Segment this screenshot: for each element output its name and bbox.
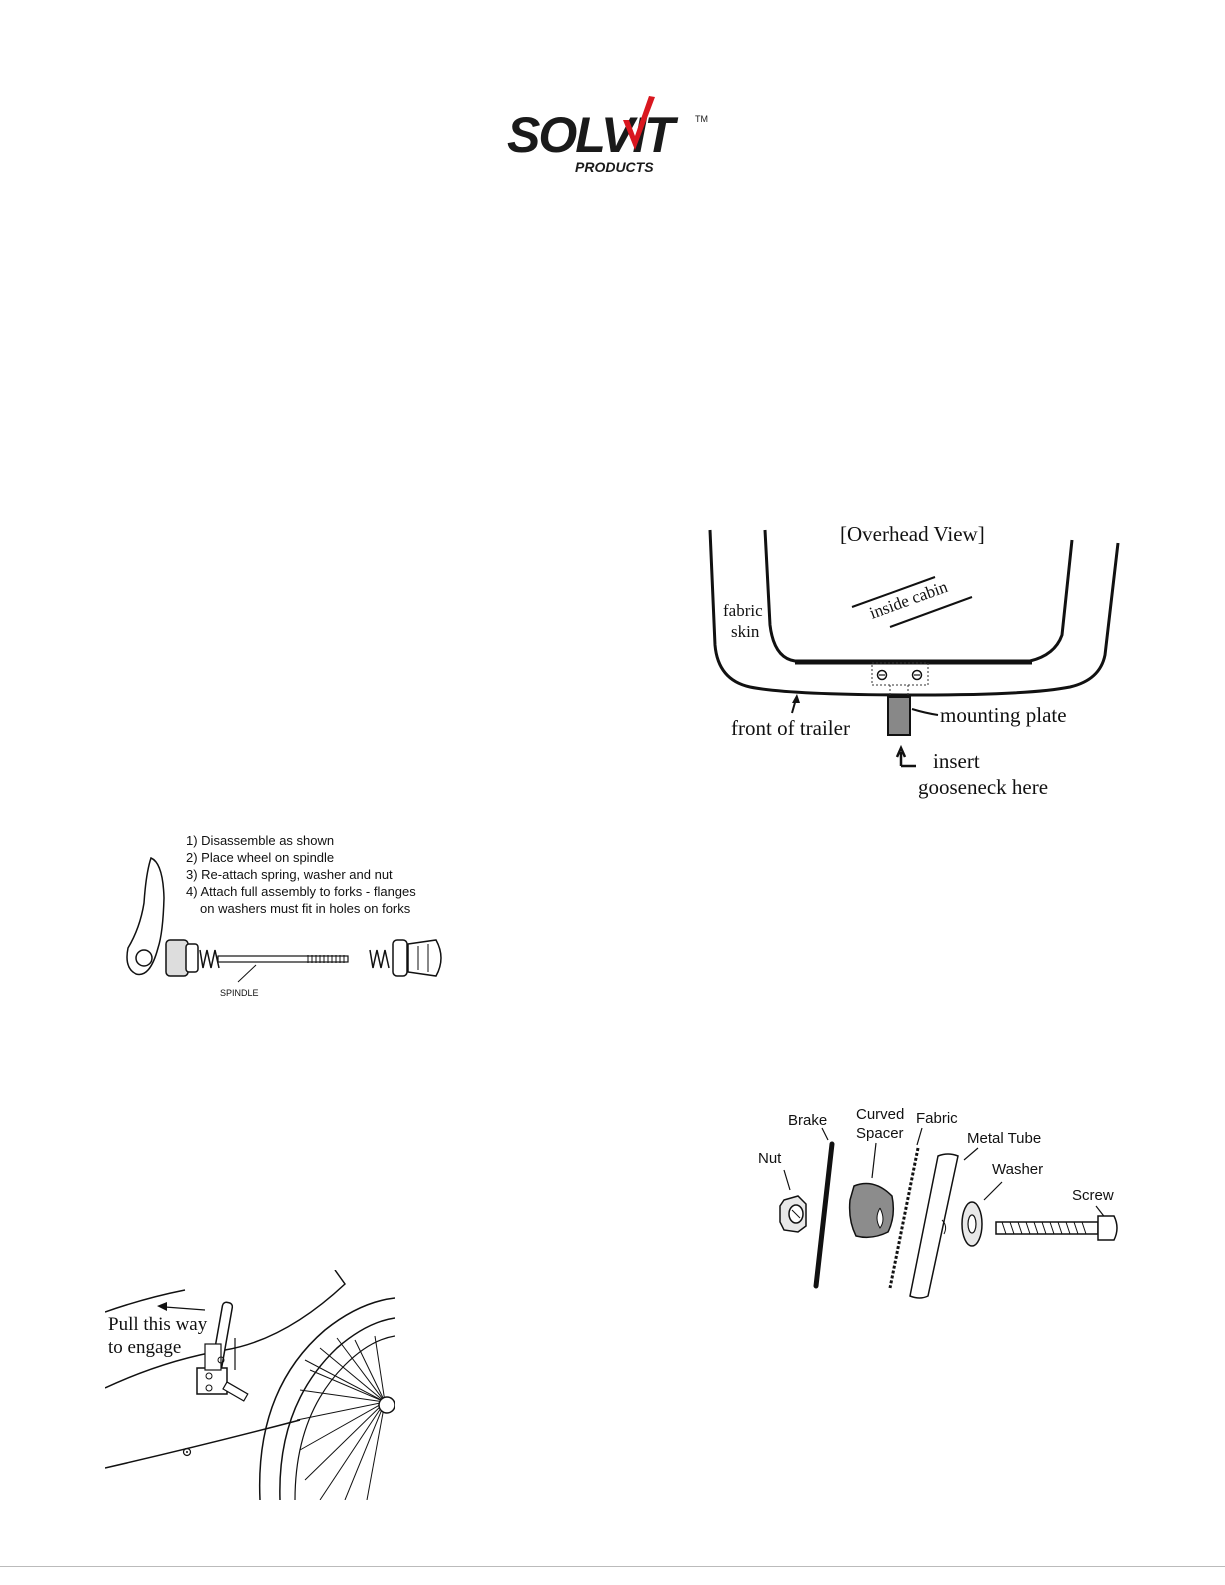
spindle-rod xyxy=(217,955,349,963)
solvit-logo: SOLVIT TM PRODUCTS xyxy=(505,92,725,182)
spindle-step-1: 1) Disassemble as shown xyxy=(186,833,334,848)
insert-label-line2: gooseneck here xyxy=(918,775,1048,799)
metal-tube-label: Metal Tube xyxy=(967,1130,1041,1147)
brake-bar xyxy=(813,1141,835,1289)
brake-lever-icon xyxy=(196,1301,249,1402)
cabin-inner-outline xyxy=(763,529,1074,663)
trailer-frame-bottom xyxy=(105,1419,301,1469)
logo-products-text: PRODUCTS xyxy=(575,159,654,175)
curved-spacer-label-line1: Curved xyxy=(856,1106,904,1123)
wheel-icon xyxy=(258,1297,395,1500)
screw-icon xyxy=(911,669,923,681)
mounting-plate-label: mounting plate xyxy=(940,703,1067,727)
logo-brand-text: SOLVIT xyxy=(507,107,679,163)
mounting-plate xyxy=(887,696,911,736)
spindle-step-2: 2) Place wheel on spindle xyxy=(186,850,334,865)
washer-icon xyxy=(392,939,408,977)
nut-icon xyxy=(407,939,442,977)
washer-icon xyxy=(961,1201,983,1247)
overhead-view-diagram: inside cabin [Overhead View] fabric skin… xyxy=(700,515,1130,805)
page-bottom-rule xyxy=(0,1566,1225,1567)
nut-icon xyxy=(779,1195,807,1233)
front-arrow-head-icon xyxy=(792,694,800,703)
spindle-diagram: 1) Disassemble as shown 2) Place wheel o… xyxy=(118,828,463,1003)
spindle-step-4: 4) Attach full assembly to forks - flang… xyxy=(186,884,416,899)
inside-cabin-line-bottom xyxy=(889,596,973,628)
trailer-frame-upper xyxy=(105,1289,186,1313)
curved-spacer-label-line2: Spacer xyxy=(856,1125,904,1142)
curved-spacer-icon xyxy=(848,1182,895,1239)
metal-tube-icon xyxy=(909,1153,959,1299)
inside-cabin-label: inside cabin xyxy=(867,577,951,623)
spindle-step-3: 3) Re-attach spring, washer and nut xyxy=(186,867,393,882)
quick-release-lever-icon xyxy=(126,856,165,976)
fabric-skin-label-line2: skin xyxy=(731,622,760,641)
brake-parts-diagram: Brake Curved Spacer Fabric Metal Tube Nu… xyxy=(752,1100,1127,1305)
insert-label-line1: insert xyxy=(933,749,980,773)
screw-icon xyxy=(876,669,888,681)
screw-label: Screw xyxy=(1072,1187,1114,1204)
pull-this-way-label: Pull this way xyxy=(108,1314,208,1335)
logo-checkmark-icon xyxy=(623,96,655,150)
to-engage-label: to engage xyxy=(108,1337,181,1358)
logo-tm-text: TM xyxy=(695,114,708,124)
fabric-label: Fabric xyxy=(916,1110,958,1127)
fabric-skin-label-line1: fabric xyxy=(723,601,763,620)
pull-arrow-line xyxy=(164,1306,206,1311)
brake-label: Brake xyxy=(788,1112,827,1129)
mounting-bracket xyxy=(871,662,929,686)
screw-icon xyxy=(995,1215,1118,1241)
spindle-step-5: on washers must fit in holes on forks xyxy=(200,901,411,916)
washer-label: Washer xyxy=(992,1161,1043,1178)
spring-icon xyxy=(369,949,390,969)
fabric-strip xyxy=(888,1147,920,1289)
engage-diagram: Pull this way to engage xyxy=(105,1270,395,1500)
mounting-plate-pointer xyxy=(911,708,939,716)
pull-arrow-head-icon xyxy=(157,1302,167,1311)
spring-icon xyxy=(199,949,220,969)
front-of-trailer-label: front of trailer xyxy=(731,716,850,740)
inside-cabin-line-top xyxy=(851,576,936,608)
overhead-view-title: [Overhead View] xyxy=(840,522,985,546)
spindle-label: SPINDLE xyxy=(220,988,259,998)
insert-arrow-icon xyxy=(895,744,916,768)
nut-label: Nut xyxy=(758,1150,782,1167)
rivet-icon xyxy=(182,1447,192,1457)
trailer-outer-outline xyxy=(708,529,1120,697)
